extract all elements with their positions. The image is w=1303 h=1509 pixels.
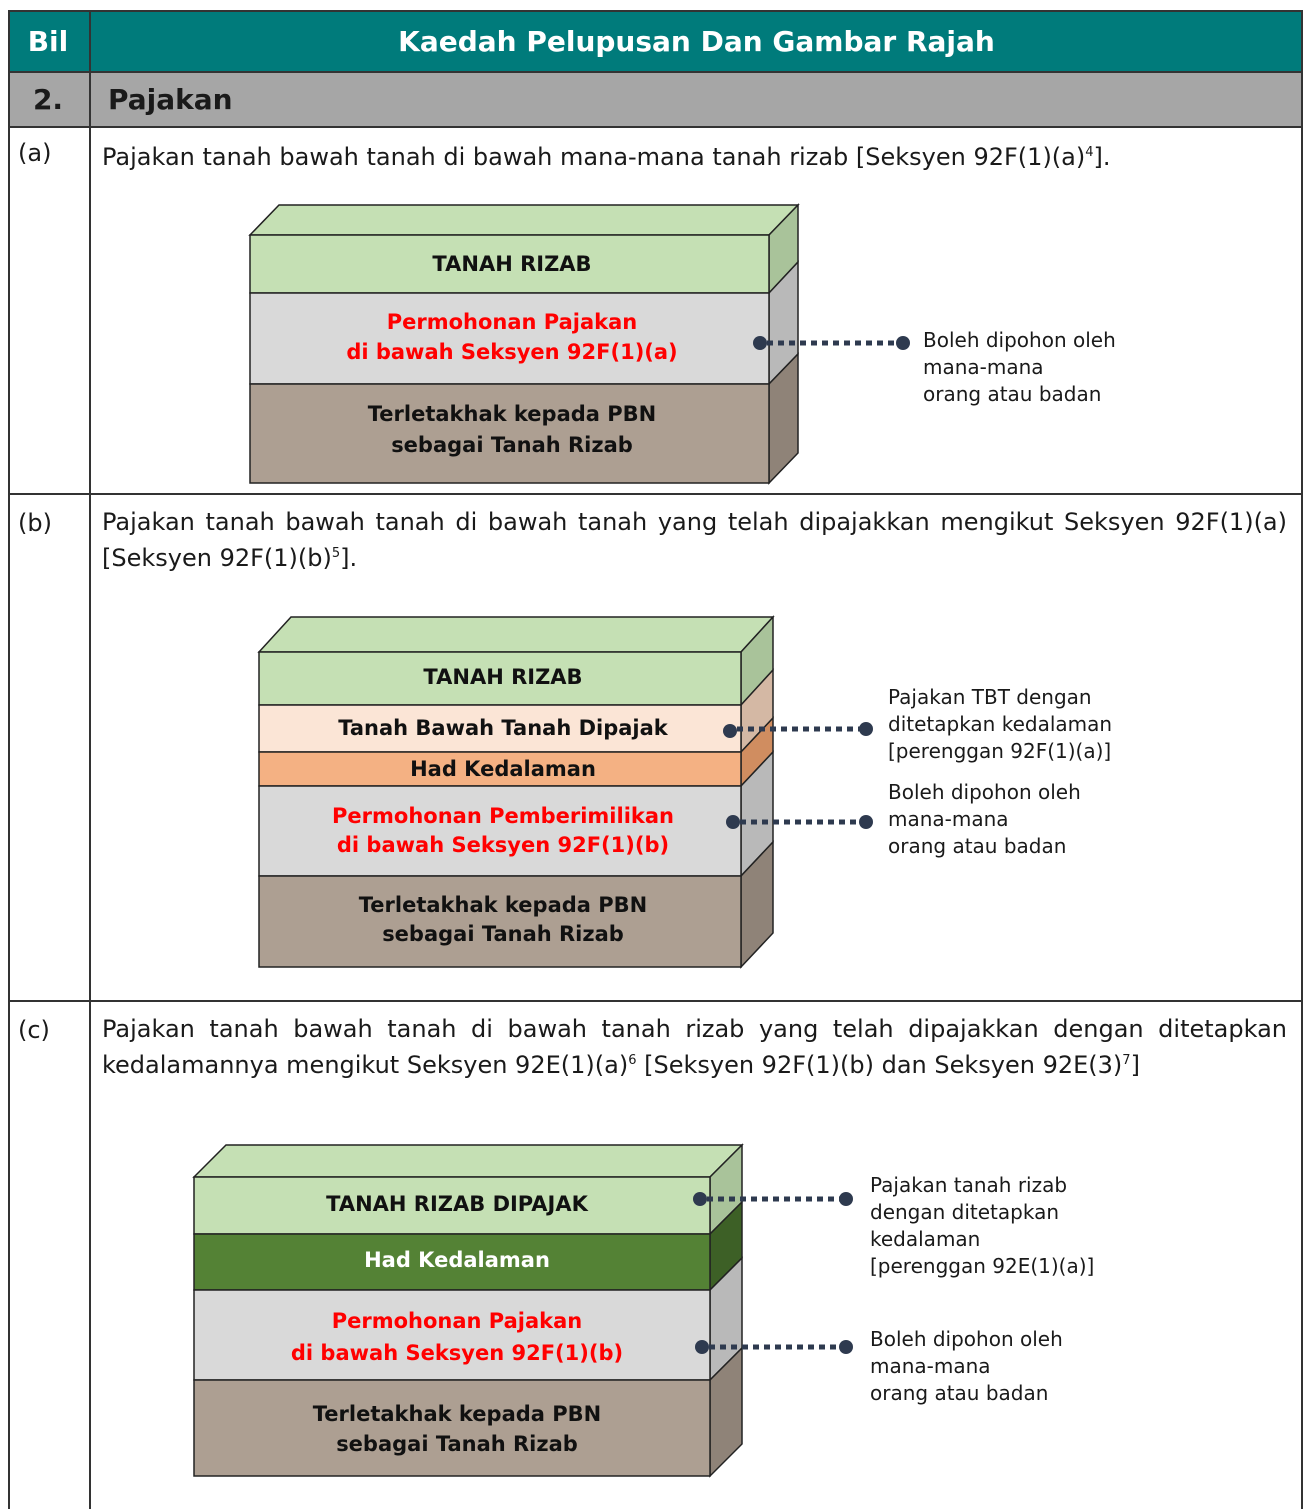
row-c-text: Pajakan tanah bawah tanah di bawah tanah… — [102, 1015, 1287, 1079]
layer-terletakhak — [249, 383, 770, 484]
layer-label: di bawah Seksyen 92F(1)(b) — [337, 833, 669, 857]
layer-label: Terletakhak kepada PBN — [368, 402, 656, 426]
callout-dot — [695, 1340, 709, 1354]
layer-permohonan — [258, 785, 742, 877]
callout-dot — [753, 336, 767, 350]
layer-label: Permohonan Pajakan — [332, 1309, 583, 1333]
row-b-bil: (b) — [18, 509, 52, 537]
diagram-c: TANAH RIZAB DIPAJAK Had Kedalaman Permoh… — [192, 1143, 853, 1478]
callout-dot — [839, 1340, 853, 1354]
header-title: Kaedah Pelupusan Dan Gambar Rajah — [398, 24, 995, 58]
layer-had-kedalaman — [193, 1233, 711, 1291]
callout-dot — [859, 722, 873, 736]
layer-label: TANAH RIZAB — [432, 252, 591, 276]
diagram-a: TANAH RIZAB Permohonan Pajakan di bawah … — [248, 203, 910, 485]
layer-had-kedalaman — [258, 751, 742, 787]
layer-label: Permohonan Pajakan — [387, 310, 638, 334]
callout-dot — [693, 1192, 707, 1206]
section-row: 2. Pajakan — [8, 72, 1303, 126]
row-a-bil: (a) — [18, 139, 52, 167]
layer-tanah-rizab — [258, 651, 742, 706]
layer-permohonan — [249, 292, 770, 385]
layer-label: di bawah Seksyen 92F(1)(a) — [346, 340, 677, 364]
row-divider — [8, 493, 1303, 495]
layer-tanah-rizab-dipajak — [193, 1176, 711, 1235]
layer-label: TANAH RIZAB — [423, 665, 582, 689]
column-divider — [89, 10, 91, 1509]
border-right — [1301, 10, 1303, 1509]
layer-label: Tanah Bawah Tanah Dipajak — [338, 716, 669, 740]
layer-label: sebagai Tanah Rizab — [391, 433, 633, 457]
border-top — [8, 10, 1303, 12]
callout-dot — [839, 1192, 853, 1206]
layer-label: Had Kedalaman — [410, 757, 596, 781]
layer-terletakhak — [258, 875, 742, 968]
layer-tanah-rizab — [249, 234, 770, 294]
callout-dot — [723, 724, 737, 738]
section-title: Pajakan — [108, 82, 233, 116]
row-divider — [8, 126, 1303, 128]
layer-label: sebagai Tanah Rizab — [382, 922, 624, 946]
layer-label: Terletakhak kepada PBN — [313, 1402, 601, 1426]
layer-label: sebagai Tanah Rizab — [336, 1432, 578, 1456]
top-face — [257, 616, 775, 653]
top-face — [248, 204, 800, 236]
layer-label: Terletakhak kepada PBN — [359, 893, 647, 917]
callout-dot — [726, 815, 740, 829]
layer-label: Had Kedalaman — [364, 1248, 550, 1272]
top-face — [192, 1144, 744, 1178]
layer-label: Permohonan Pemberimilikan — [332, 804, 674, 828]
row-divider — [8, 1000, 1303, 1002]
layer-terletakhak — [193, 1379, 711, 1477]
diagram-b: TANAH RIZAB Tanah Bawah Tanah Dipajak Ha… — [257, 615, 873, 969]
table-header: Bil Kaedah Pelupusan Dan Gambar Rajah — [8, 10, 1303, 72]
header-bil: Bil — [27, 24, 69, 58]
row-b-text: Pajakan tanah bawah tanah di bawah tanah… — [102, 508, 1287, 572]
layer-label: di bawah Seksyen 92F(1)(b) — [291, 1341, 623, 1365]
callout-dot — [896, 336, 910, 350]
row-divider — [8, 71, 1303, 73]
layer-tbt-dipajak — [258, 704, 742, 753]
row-c-bil: (c) — [18, 1016, 50, 1044]
border-left — [8, 10, 10, 1509]
layer-permohonan — [193, 1289, 711, 1381]
callout-dot — [859, 815, 873, 829]
layer-label: TANAH RIZAB DIPAJAK — [326, 1192, 588, 1216]
row-a-text: Pajakan tanah bawah tanah di bawah mana-… — [102, 143, 1111, 171]
section-num: 2. — [32, 82, 64, 116]
